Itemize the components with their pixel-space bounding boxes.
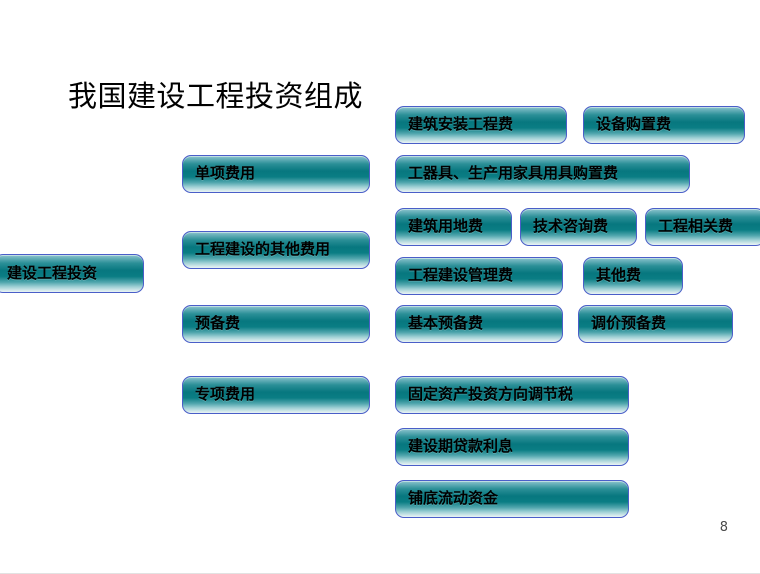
item-node-12[interactable]: 铺底流动资金 (395, 480, 629, 518)
category-node-0[interactable]: 单项费用 (182, 155, 370, 193)
item-node-2[interactable]: 工器具、生产用家具用具购置费 (395, 155, 690, 193)
page-title: 我国建设工程投资组成 (68, 79, 364, 113)
item-node-9[interactable]: 调价预备费 (578, 305, 733, 343)
item-node-4-label: 技术咨询费 (533, 216, 609, 235)
item-node-11-label: 建设期贷款利息 (408, 436, 514, 455)
page-number: 8 (719, 520, 728, 535)
item-node-3[interactable]: 建筑用地费 (395, 208, 512, 246)
item-node-10-label: 固定资产投资方向调节税 (408, 384, 574, 403)
item-node-6[interactable]: 工程建设管理费 (395, 257, 563, 295)
item-node-1[interactable]: 设备购置费 (583, 106, 745, 144)
item-node-2-label: 工器具、生产用家具用具购置费 (408, 163, 619, 182)
item-node-6-label: 工程建设管理费 (408, 265, 514, 284)
item-node-5[interactable]: 工程相关费 (645, 208, 760, 246)
item-node-7-label: 其他费 (596, 265, 642, 284)
item-node-9-label: 调价预备费 (591, 313, 667, 332)
item-node-5-label: 工程相关费 (658, 216, 734, 235)
diagram-node-root[interactable]: 建设工程投资 (0, 254, 144, 293)
category-node-2[interactable]: 预备费 (182, 305, 370, 343)
category-node-0-label: 单项费用 (195, 163, 256, 182)
category-node-1-label: 工程建设的其他费用 (195, 239, 331, 258)
item-node-10[interactable]: 固定资产投资方向调节税 (395, 376, 629, 414)
category-node-3[interactable]: 专项费用 (182, 376, 370, 414)
item-node-3-label: 建筑用地费 (408, 216, 484, 235)
item-node-0[interactable]: 建筑安装工程费 (395, 106, 567, 144)
diagram-node-root-label: 建设工程投资 (7, 263, 98, 282)
item-node-1-label: 设备购置费 (596, 114, 672, 133)
category-node-1[interactable]: 工程建设的其他费用 (182, 231, 370, 269)
item-node-8-label: 基本预备费 (408, 313, 484, 332)
item-node-12-label: 铺底流动资金 (408, 488, 499, 507)
item-node-4[interactable]: 技术咨询费 (520, 208, 637, 246)
item-node-0-label: 建筑安装工程费 (408, 114, 514, 133)
category-node-2-label: 预备费 (195, 313, 241, 332)
item-node-7[interactable]: 其他费 (583, 257, 683, 295)
item-node-8[interactable]: 基本预备费 (395, 305, 563, 343)
category-node-3-label: 专项费用 (195, 384, 256, 403)
item-node-11[interactable]: 建设期贷款利息 (395, 428, 629, 466)
